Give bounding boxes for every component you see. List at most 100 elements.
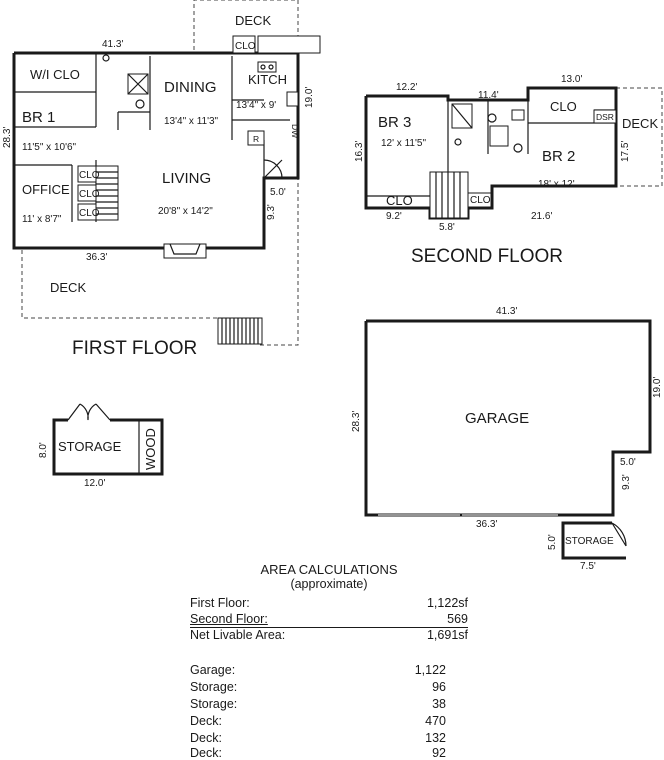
bedroom-2-size: 18' x 12'	[538, 179, 575, 190]
area-calc-subtitle: (approximate)	[290, 577, 368, 591]
bedroom-3-label: BR 3	[378, 114, 411, 131]
small-storage-label: STORAGE	[565, 536, 614, 547]
area-row-value: 132	[425, 731, 446, 745]
area-row-label: Deck:	[190, 714, 222, 728]
area-row-value: 1,122sf	[426, 596, 468, 610]
closet-b-label: CLO	[79, 189, 100, 200]
first-floor-stair	[95, 165, 119, 221]
area-row-label: Garage:	[190, 663, 236, 677]
area-row-label: Net Livable Area:	[190, 628, 286, 642]
second-floor-dim-top-right: 13.0'	[561, 74, 582, 85]
area-calculations-panel: AREA CALCULATIONS (approximate) First Fl…	[190, 562, 468, 760]
second-floor-dim-top-left: 12.2'	[396, 82, 417, 93]
deck-top-label: DECK	[235, 13, 271, 28]
first-floor-dim-notch: 5.0'	[270, 187, 286, 198]
second-floor-dim-bottom-left: 9.2'	[386, 211, 402, 222]
garage-plan: GARAGE 41.3' 28.3' 19.0' 5.0' 9.3' 36.3'	[351, 306, 663, 530]
area-row-value: 470	[425, 714, 446, 728]
sink-fixture-upper	[454, 138, 462, 146]
second-floor-interior-walls	[366, 100, 617, 197]
deck-counter	[257, 35, 321, 54]
dishwasher-label: DW	[290, 124, 300, 138]
living-size: 20'8" x 14'2"	[158, 206, 213, 217]
area-row-garage: Garage: 1,122	[190, 663, 468, 679]
second-floor-plan: BR 3 12' x 11'5" BR 2 18' x 12' CLO CLO …	[354, 74, 663, 267]
left-storage-dim-width: 12.0'	[84, 478, 105, 489]
vanity-fixture	[511, 109, 525, 121]
area-row-value: 569	[447, 612, 468, 626]
living-label: LIVING	[162, 170, 211, 187]
left-storage-outline	[52, 418, 164, 476]
small-storage-plan: STORAGE 5.0' 7.5'	[547, 521, 627, 572]
area-row-value: 92	[432, 746, 446, 760]
first-floor-dim-right-lower: 9.3'	[266, 204, 277, 220]
first-floor-dim-left: 28.3'	[2, 127, 13, 148]
shower-line-upper	[451, 103, 473, 129]
kitchen-label: KITCH	[248, 72, 287, 87]
area-row-label: Deck:	[190, 746, 222, 760]
closet-c-label: CLO	[79, 208, 100, 219]
garage-dim-top: 41.3'	[496, 306, 517, 317]
office-size: 11' x 8'7"	[22, 214, 62, 225]
fireplace-hearth	[169, 243, 201, 255]
entry-door-swing	[263, 159, 283, 179]
deck-closet-label: CLO	[235, 41, 256, 52]
second-floor-dim-left: 16.3'	[354, 141, 365, 162]
kitchen-size: 13'4" x 9'	[236, 100, 276, 111]
garage-dim-bottom: 36.3'	[476, 519, 497, 530]
deck-bottom-outline-right	[260, 177, 299, 346]
small-storage-door	[611, 522, 627, 547]
deck-stair	[217, 317, 263, 345]
dining-size: 13'4" x 11'3"	[164, 116, 219, 127]
garage-outline	[364, 319, 652, 517]
second-floor-dim-bottom-right: 21.6'	[531, 211, 552, 222]
second-floor-dim-bottom-stair: 5.8'	[439, 222, 455, 233]
shower-drain-lines	[127, 73, 149, 95]
garage-dim-right-lower: 9.3'	[621, 474, 632, 490]
area-row-label: Deck:	[190, 731, 222, 745]
refrigerator	[247, 130, 265, 146]
upper-closet-label: CLO	[550, 99, 577, 114]
garage-label: GARAGE	[465, 410, 529, 427]
dresser-label: DSR	[596, 112, 614, 122]
area-row-first-floor: First Floor: 1,122sf	[190, 596, 468, 612]
second-floor-dim-top-mid: 11.4'	[478, 90, 499, 101]
toilet-fixture-upper-1	[487, 113, 497, 123]
first-floor-plan: DECK CLO W/I CLO BR 1 11'5" x 10'6" OFFI…	[2, 0, 321, 359]
dining-label: DINING	[164, 79, 217, 96]
area-row-storage-2: Storage: 38	[190, 697, 468, 713]
range-burner-1	[260, 64, 266, 70]
dresser	[593, 109, 617, 124]
deck-bottom-outline-left	[21, 250, 218, 319]
second-floor-stair-treads	[435, 172, 461, 218]
deck-bottom-label: DECK	[50, 280, 86, 295]
second-floor-deck-label: DECK	[622, 116, 658, 131]
walk-in-closet-label: W/I CLO	[30, 67, 80, 82]
garage-dim-right: 19.0'	[652, 377, 663, 398]
area-row-deck-2: Deck: 132	[190, 731, 468, 747]
area-subtotal-rule	[190, 627, 468, 628]
garage-dim-left: 28.3'	[351, 411, 362, 432]
wood-storage-label: WOOD	[143, 428, 158, 470]
deck-closet	[232, 35, 256, 54]
first-floor-title: FIRST FLOOR	[72, 338, 197, 359]
area-row-value: 38	[432, 697, 446, 711]
toilet-fixture	[135, 99, 145, 109]
area-calc-title: AREA CALCULATIONS	[260, 562, 398, 577]
area-row-label: First Floor:	[190, 596, 250, 610]
water-heater-fixture	[102, 54, 110, 62]
second-floor-title: SECOND FLOOR	[411, 246, 563, 267]
area-row-storage-1: Storage: 96	[190, 680, 468, 696]
bedroom-1-size: 11'5" x 10'6"	[22, 142, 77, 153]
refrigerator-label: R	[253, 134, 259, 144]
area-row-second-floor: Second Floor: 569	[190, 612, 468, 628]
closet-a-label: CLO	[79, 170, 100, 181]
left-storage-dim-height: 8.0'	[38, 442, 49, 458]
tub-fixture	[489, 125, 509, 147]
bedroom-2-label: BR 2	[542, 148, 575, 165]
range-burner-2	[268, 64, 274, 70]
area-row-value: 1,691sf	[426, 628, 468, 642]
first-floor-dim-top: 41.3'	[102, 39, 123, 50]
area-row-value: 1,122	[414, 663, 446, 677]
